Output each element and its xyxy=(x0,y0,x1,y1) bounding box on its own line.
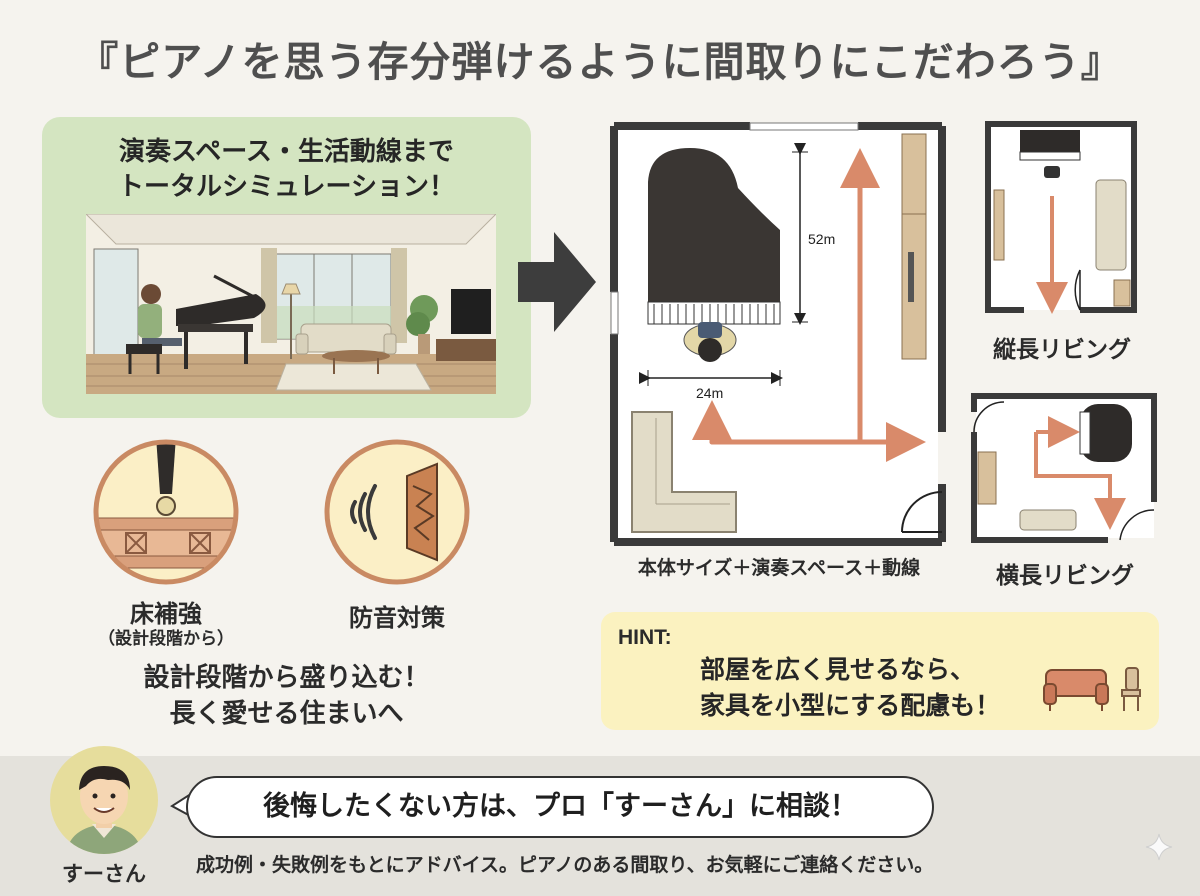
dim-vertical-label: 52m xyxy=(808,231,835,247)
soundproof-icon xyxy=(324,439,470,585)
floor-reinforcement-label: 床補強 xyxy=(130,600,202,628)
simulation-heading: 演奏スペース・生活動線まで トータルシミュレーション！ xyxy=(42,135,531,205)
wide-living-plan xyxy=(971,393,1157,543)
simulation-heading-line1: 演奏スペース・生活動線まで xyxy=(119,137,454,167)
hint-label: HINT: xyxy=(618,626,672,649)
floor-reinforcement-icon xyxy=(93,439,239,585)
tall-living-plan xyxy=(985,121,1137,314)
slogan-line1: 設計段階から盛り込む！ xyxy=(143,663,430,693)
sound-wave-icon xyxy=(350,484,377,540)
hint-text: 部屋を広く見せるなら、 家具を小型にする配慮も！ xyxy=(700,652,1000,724)
advisor-avatar xyxy=(50,746,158,854)
advisor-note: 成功例・失敗例をもとにアドバイス。ピアノのある間取り、お気軽にご連絡ください。 xyxy=(196,854,934,876)
hint-line1: 部屋を広く見せるなら、 xyxy=(700,655,976,684)
next-arrow-icon xyxy=(518,232,596,332)
floor-reinforcement-sublabel: （設計段階から） xyxy=(98,629,234,649)
sofa-icon xyxy=(1043,669,1109,711)
slogan: 設計段階から盛り込む！ 長く愛せる住まいへ xyxy=(42,660,531,732)
living-room-illustration xyxy=(86,214,496,394)
sparkle-icon xyxy=(1145,833,1173,861)
soundproof-label: 防音対策 xyxy=(349,604,445,632)
speech-bubble xyxy=(186,776,934,838)
main-floor-plan: 52m 24m xyxy=(610,122,946,546)
slogan-line2: 長く愛せる住まいへ xyxy=(169,699,404,729)
speech-bubble-text: 後悔したくない方は、プロ「すーさん」に相談！ xyxy=(263,791,857,822)
hint-line2: 家具を小型にする配慮も！ xyxy=(700,691,1001,720)
simulation-heading-line2: トータルシミュレーション！ xyxy=(118,172,455,202)
chair-icon xyxy=(1121,667,1141,711)
wide-plan-caption: 横長リビング xyxy=(996,563,1134,589)
small-furniture-icons xyxy=(1043,667,1141,711)
main-plan-caption: 本体サイズ＋演奏スペース＋動線 xyxy=(637,557,921,579)
tall-plan-caption: 縦長リビング xyxy=(993,337,1131,363)
dim-horizontal-label: 24m xyxy=(696,385,723,401)
page-title: 『ピアノを思う存分弾けるように間取りにこだわろう』 xyxy=(77,38,1123,86)
advisor-name: すーさん xyxy=(62,862,146,886)
